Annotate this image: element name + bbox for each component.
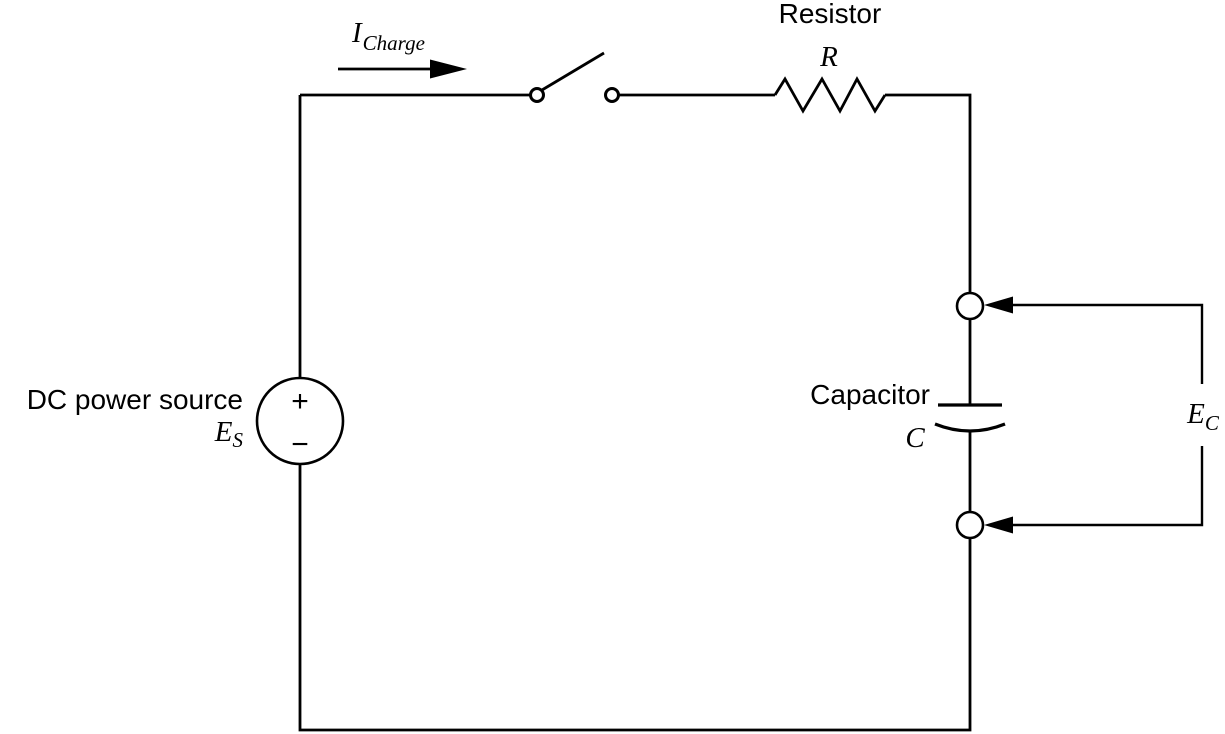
current-arrow-icon: [338, 59, 467, 79]
capacitor-voltage-letter: E: [1186, 398, 1205, 430]
wire-loop: [298, 93, 972, 732]
ec-arrow-bottom-icon: [984, 516, 1013, 534]
wire-bottom-left: [298, 464, 972, 732]
resistor-icon: [773, 76, 887, 114]
current-symbol: I: [351, 17, 363, 49]
current-subscript: Charge: [363, 31, 425, 55]
ec-arrow-top-icon: [984, 296, 1013, 314]
source-symbol-subscript: S: [233, 428, 244, 452]
source-label: DC power source: [27, 384, 243, 415]
capacitor-voltage-subscript: C: [1205, 411, 1220, 435]
wire-right-upper: [885, 93, 972, 293]
switch-icon: [529, 51, 620, 103]
dc-source-icon: + −: [255, 376, 345, 466]
switch-lever: [541, 51, 605, 92]
current-arrowhead: [430, 59, 467, 79]
current-label: ICharge: [351, 17, 425, 55]
source-symbol: ES: [214, 416, 244, 452]
terminal-bottom-icon: [955, 510, 985, 540]
switch-contact-left: [529, 87, 545, 103]
resistor-symbol: R: [819, 41, 838, 73]
source-plus-sign: +: [291, 385, 309, 418]
capacitor-icon: [934, 403, 1006, 433]
capacitor-voltage-symbol: EC: [1186, 398, 1220, 435]
terminal-top-icon: [955, 291, 985, 321]
source-minus-sign: −: [291, 428, 309, 461]
resistor-label: Resistor: [779, 0, 882, 29]
capacitor-label: Capacitor: [810, 379, 930, 410]
source-symbol-letter: E: [214, 416, 233, 448]
dc-source-circle: [255, 376, 345, 466]
switch-contact-right: [604, 87, 620, 103]
ec-measurement-bracket: [984, 296, 1204, 534]
ec-bracket-top: [1008, 303, 1204, 384]
capacitor-plate-bottom: [934, 422, 1006, 433]
ec-bracket-bottom: [1008, 446, 1204, 527]
capacitor-symbol: C: [905, 422, 925, 454]
